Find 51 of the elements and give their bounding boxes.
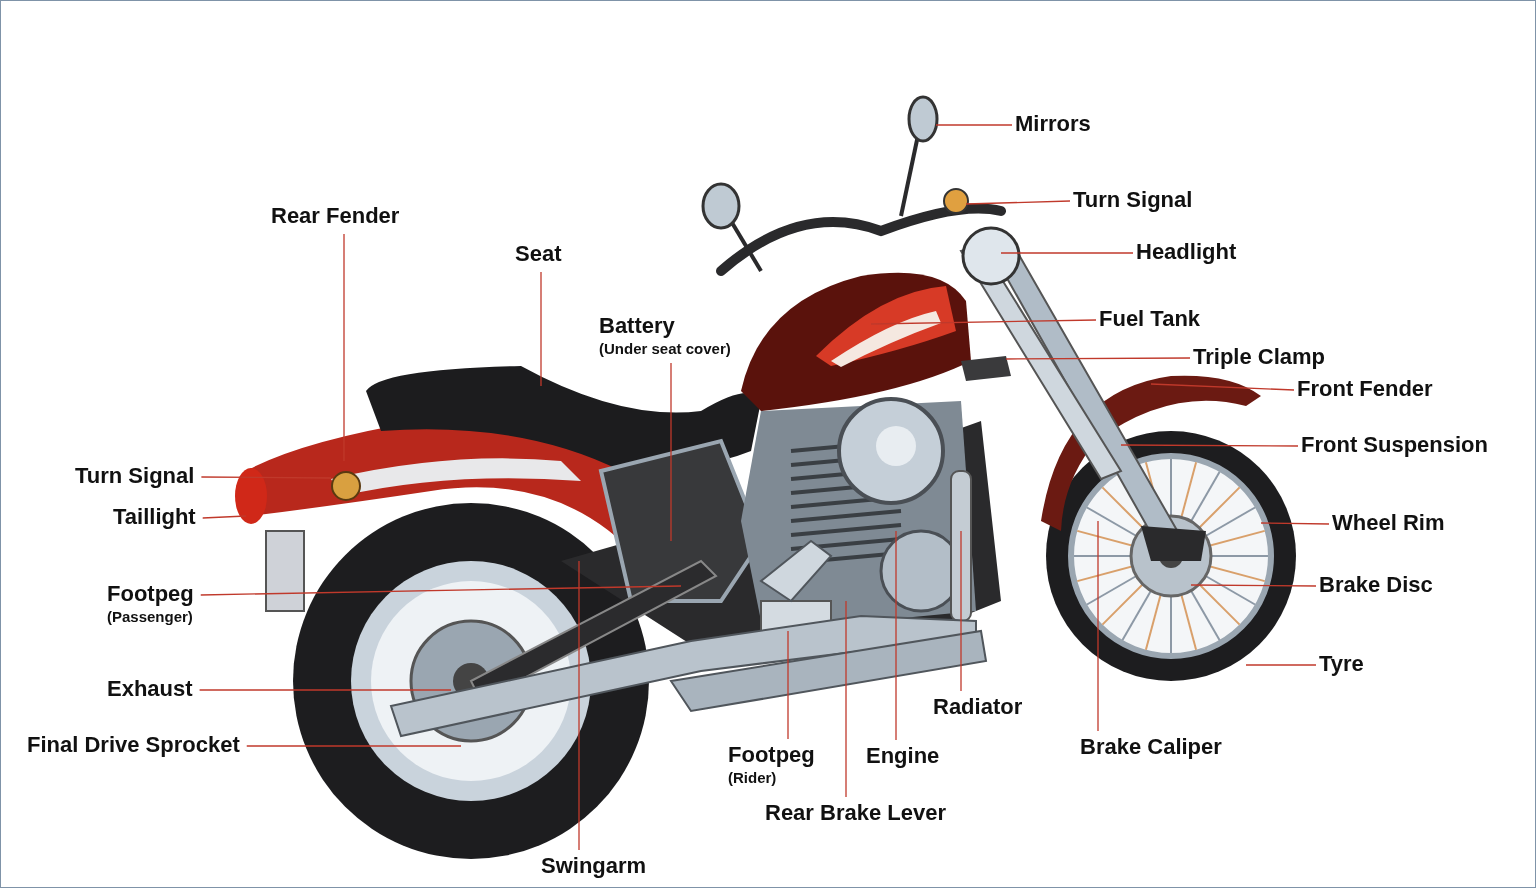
part-label: Triple Clamp — [1193, 344, 1326, 370]
leader-line — [200, 585, 682, 596]
part-label: Engine — [866, 743, 940, 769]
part-label: Wheel Rim — [1332, 510, 1445, 536]
part-note: (Passenger) — [107, 607, 194, 626]
part-label: Brake Disc — [1319, 572, 1433, 598]
leader-line — [895, 530, 897, 741]
leader-line — [787, 630, 789, 740]
part-label: Tyre — [1319, 651, 1364, 677]
part-label: Rear Fender — [271, 203, 400, 229]
leader-line — [1150, 383, 1295, 391]
leader-line — [935, 124, 1013, 126]
part-label: Radiator — [933, 694, 1023, 720]
part-label: Headlight — [1136, 239, 1237, 265]
part-label: Taillight — [113, 504, 196, 530]
part-label: Battery — [599, 313, 676, 339]
leader-line — [198, 689, 452, 691]
part-label: Rear Brake Lever — [765, 800, 946, 826]
leader-line — [202, 515, 247, 519]
part-label: Swingarm — [541, 853, 647, 879]
leader-line — [965, 200, 1071, 205]
part-note: (Rider) — [728, 768, 778, 787]
leader-line — [1245, 664, 1317, 666]
part-label: Final Drive Sprocket — [27, 732, 240, 758]
leader-line — [1097, 520, 1099, 732]
leader-line — [1000, 252, 1134, 254]
leader-line — [578, 560, 580, 851]
part-label: Turn Signal — [1073, 187, 1193, 213]
part-label: Footpeg — [107, 581, 194, 607]
leader-line — [200, 476, 332, 479]
leader-line — [343, 233, 345, 462]
leader-line — [1120, 444, 1299, 447]
part-label: Brake Caliper — [1080, 734, 1222, 760]
part-label: Fuel Tank — [1099, 306, 1201, 332]
leader-line — [845, 600, 847, 798]
part-label: Front Fender — [1297, 376, 1433, 402]
leader-line — [960, 530, 962, 692]
part-label: Front Suspension — [1301, 432, 1488, 458]
leader-line — [1260, 522, 1330, 525]
part-label: Footpeg — [728, 742, 815, 768]
part-label: Seat — [515, 241, 562, 267]
leader-line — [670, 362, 672, 542]
leader-line — [540, 271, 542, 387]
leader-line — [1190, 584, 1317, 587]
part-label: Mirrors — [1015, 111, 1091, 137]
part-label: Exhaust — [107, 676, 193, 702]
part-label: Turn Signal — [75, 463, 195, 489]
part-note: (Under seat cover) — [599, 339, 731, 358]
leader-line — [246, 745, 462, 747]
leader-line — [1005, 357, 1191, 360]
leader-line — [870, 319, 1097, 325]
